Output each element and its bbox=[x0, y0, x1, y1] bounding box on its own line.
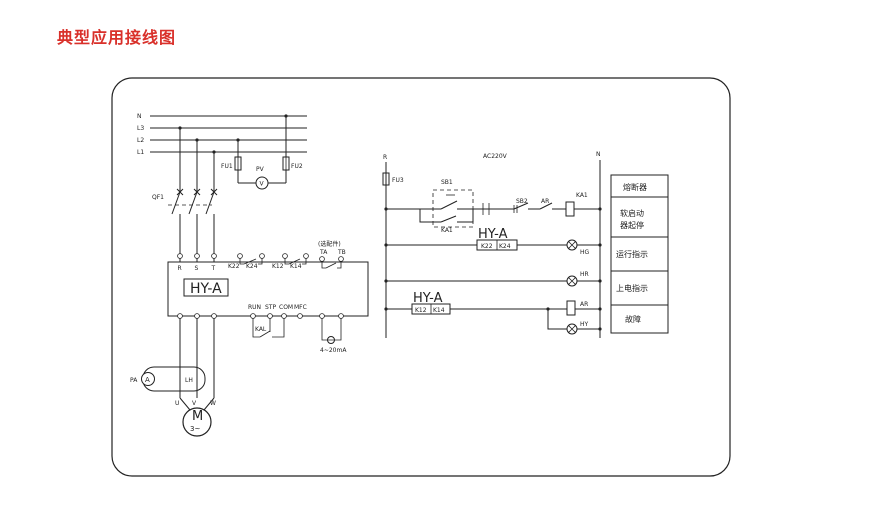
fu2-label: FU2 bbox=[291, 163, 303, 170]
motor-term-u: U bbox=[175, 400, 179, 407]
voltmeter-v: V bbox=[260, 181, 265, 188]
legend-table: 熔断器 软启动 器起停 运行指示 上电指示 故障 bbox=[610, 174, 669, 334]
hya2-k12: K12 bbox=[415, 307, 427, 314]
legend-item-start-stop: 软启动 器起停 bbox=[620, 208, 647, 230]
legend-start-stop-line2: 器起停 bbox=[620, 220, 644, 230]
legend-item-run: 运行指示 bbox=[616, 249, 648, 259]
motor-term-v: V bbox=[192, 400, 197, 407]
term-s: S bbox=[195, 265, 199, 272]
ctrl-mfc: MFC bbox=[294, 304, 307, 311]
control-n-label: N bbox=[596, 151, 601, 158]
term-tb: TB bbox=[337, 249, 346, 256]
hy-a-label-box bbox=[183, 278, 229, 297]
ctrl-stp: STP bbox=[265, 304, 276, 311]
starter-model: HY-A bbox=[190, 281, 222, 297]
diagram-frame bbox=[111, 77, 731, 477]
hr-label: HR bbox=[580, 271, 589, 278]
hya2-k14: K14 bbox=[433, 307, 445, 314]
relay-k14: K14 bbox=[290, 263, 302, 270]
ctrl-com: COM bbox=[279, 304, 293, 311]
hya1-k24: K24 bbox=[499, 243, 511, 250]
control-r-label: R bbox=[383, 154, 387, 161]
term-r: R bbox=[178, 265, 182, 272]
line-label-l2: L2 bbox=[137, 137, 144, 144]
page-title: 典型应用接线图 bbox=[57, 28, 177, 47]
line-label-l3: L3 bbox=[137, 125, 144, 132]
fu3-label: FU3 bbox=[392, 177, 404, 184]
relay-k12: K12 bbox=[272, 263, 284, 270]
motor-section: A PA LH U V W M 3~ bbox=[130, 313, 217, 437]
motor-m: M bbox=[192, 409, 203, 424]
ar-coil bbox=[566, 300, 576, 316]
ka1-coil-label: KA1 bbox=[576, 192, 588, 199]
ammeter-a: A bbox=[145, 376, 150, 384]
motor-term-w: W bbox=[210, 400, 216, 407]
sb2-label: SB2 bbox=[516, 198, 528, 205]
term-t: T bbox=[211, 265, 216, 272]
sb1-label: SB1 bbox=[441, 179, 453, 186]
ar-coil-label: AR bbox=[580, 301, 588, 308]
breaker-qf1: QF1 bbox=[152, 128, 218, 262]
ctrl-run: RUN bbox=[248, 304, 261, 311]
qf1-label: QF1 bbox=[152, 194, 164, 201]
supply-label: AC220V bbox=[483, 153, 508, 160]
voltmeter-branch: FU1 V PV FU2 bbox=[221, 116, 303, 190]
ka1-contact-label: KA1 bbox=[441, 227, 453, 234]
hg-label: HG bbox=[580, 249, 590, 256]
soft-starter: R S T HY-A K22 K24 K12 K14 (选配件) TA TB R… bbox=[167, 240, 369, 354]
motor-phases: 3~ bbox=[190, 425, 200, 433]
hya1-k22: K22 bbox=[481, 243, 493, 250]
hya2-label: HY-A bbox=[413, 291, 443, 306]
hy-label: HY bbox=[580, 321, 589, 328]
legend-item-power: 上电指示 bbox=[616, 283, 648, 293]
ka1-coil bbox=[565, 201, 575, 217]
legend-start-stop-line1: 软启动 bbox=[620, 208, 644, 218]
power-bus: N L3 L2 L1 bbox=[137, 113, 307, 156]
relay-k24: K24 bbox=[246, 263, 258, 270]
ar-contact-label: AR bbox=[541, 198, 549, 205]
ammeter-symbol bbox=[141, 372, 155, 386]
lh-label: LH bbox=[185, 377, 193, 384]
control-circuit: R AC220V N FU3 SB1 SB2 AR KA1 KA1 bbox=[382, 151, 602, 338]
kal-label: KAL bbox=[255, 326, 267, 333]
fuse-fu3 bbox=[382, 172, 390, 186]
fu1-label: FU1 bbox=[221, 163, 233, 170]
hya1-label: HY-A bbox=[478, 227, 508, 242]
pv-label: PV bbox=[256, 166, 265, 173]
line-label-l1: L1 bbox=[137, 149, 144, 156]
analog-output-label: 4~20mA bbox=[320, 347, 347, 354]
relay-k22: K22 bbox=[228, 263, 240, 270]
option-label: (选配件) bbox=[318, 240, 341, 248]
motor-symbol bbox=[182, 407, 212, 437]
legend-item-fuse: 熔断器 bbox=[623, 182, 647, 192]
pa-label: PA bbox=[130, 377, 138, 384]
term-ta: TA bbox=[319, 249, 328, 256]
line-label-n: N bbox=[137, 113, 142, 120]
legend-item-fault: 故障 bbox=[625, 314, 641, 324]
